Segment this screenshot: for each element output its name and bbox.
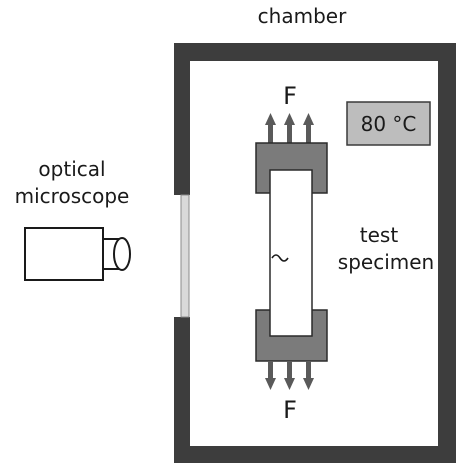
test-specimen: [269, 169, 313, 337]
force-arrow-icon: [303, 361, 314, 390]
temperature-box: [346, 101, 431, 146]
force-label-top: F: [283, 82, 297, 110]
force-label-bottom: F: [283, 396, 297, 424]
force-arrow-icon: [265, 361, 276, 390]
crack-mark-icon: [271, 254, 289, 262]
specimen-label-line2: specimen: [338, 250, 434, 274]
force-arrow-icon: [284, 361, 295, 390]
force-arrow-icon: [303, 113, 314, 144]
top-force-arrows: [265, 113, 314, 144]
bottom-force-arrows: [265, 361, 314, 390]
optical-microscope-icon: [24, 227, 131, 281]
microscope-label-line1: optical: [38, 157, 105, 181]
specimen-label-line1: test: [360, 223, 399, 247]
chamber-window: [180, 194, 190, 318]
force-arrow-icon: [265, 113, 276, 144]
chamber-label: chamber: [258, 4, 347, 28]
microscope-label-line2: microscope: [15, 184, 130, 208]
force-arrow-icon: [284, 113, 295, 144]
temperature-label: 80 °C: [361, 112, 417, 136]
